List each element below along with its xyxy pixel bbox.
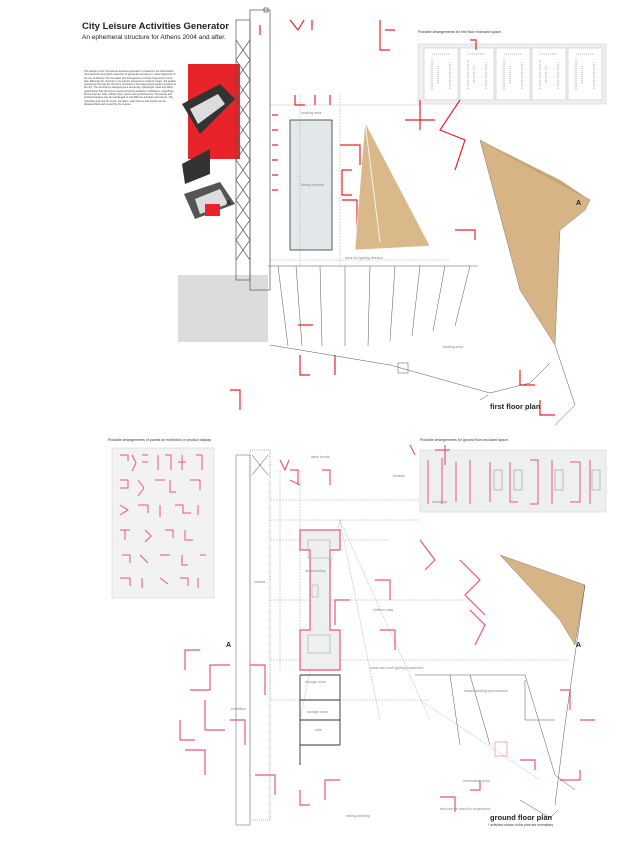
label-eating-drinking: eating-drinking bbox=[346, 814, 370, 818]
label-storage-room: storage room bbox=[307, 710, 329, 714]
project-description: The design of the 'City leisure activiti… bbox=[84, 70, 176, 106]
label-information-point: information point bbox=[463, 779, 490, 783]
panels-arrangement-box bbox=[111, 447, 215, 599]
section-marker-a: A bbox=[576, 642, 582, 649]
label-skateboarding: skateboarding performance bbox=[464, 689, 508, 693]
first-floor-arrangement-boxes bbox=[417, 43, 607, 105]
label-cafe: cafe bbox=[315, 728, 322, 732]
poster-subtitle: An ephemeral structure for Athens 2004 a… bbox=[82, 34, 226, 41]
label-tent-projections: tent can be used for projections bbox=[440, 807, 491, 811]
poster-title: City Leisure Activities Generator bbox=[82, 21, 229, 32]
exemplary-note: * activities shown in the plan are exemp… bbox=[488, 823, 554, 827]
label-children-play: children play bbox=[373, 608, 394, 612]
label-seating-area: seating area bbox=[443, 345, 463, 349]
first-floor-plan bbox=[178, 7, 591, 426]
section-marker-a: A bbox=[226, 200, 232, 207]
label-reading-area: reading area bbox=[301, 111, 322, 115]
perspective-image bbox=[180, 64, 240, 226]
label-library-internet: library-internet bbox=[301, 183, 324, 187]
panels-arrangements-heading: Possible arrangements of panels for exhi… bbox=[108, 438, 212, 442]
section-marker-a: A bbox=[226, 642, 232, 649]
label-table-tennis: table tennis bbox=[311, 455, 330, 459]
ground-floor-arrangement-box bbox=[419, 449, 607, 513]
section-marker-a: A bbox=[576, 200, 582, 207]
first-floor-arrangements-heading: Possible arrangements for first floor en… bbox=[418, 30, 502, 34]
label-market: market bbox=[254, 580, 265, 584]
first-floor-plan-title: first floor plan bbox=[490, 402, 541, 411]
label-exhibition: exhibition bbox=[231, 707, 247, 711]
label-storage-room: storage room bbox=[305, 680, 327, 684]
label-workshop: workshop bbox=[432, 500, 448, 504]
label-art-workshop: art-workshop bbox=[305, 569, 326, 573]
label-lighting-director: area for lighting director bbox=[345, 256, 383, 260]
label-football: football bbox=[393, 474, 405, 478]
label-posts-lighting: posts can hold lighting equipment bbox=[370, 666, 424, 670]
ground-floor-plan bbox=[179, 444, 595, 826]
ground-floor-plan-title: ground floor plan bbox=[490, 813, 553, 822]
ground-floor-arrangements-heading: Possible arrangements for ground floor e… bbox=[420, 438, 510, 442]
